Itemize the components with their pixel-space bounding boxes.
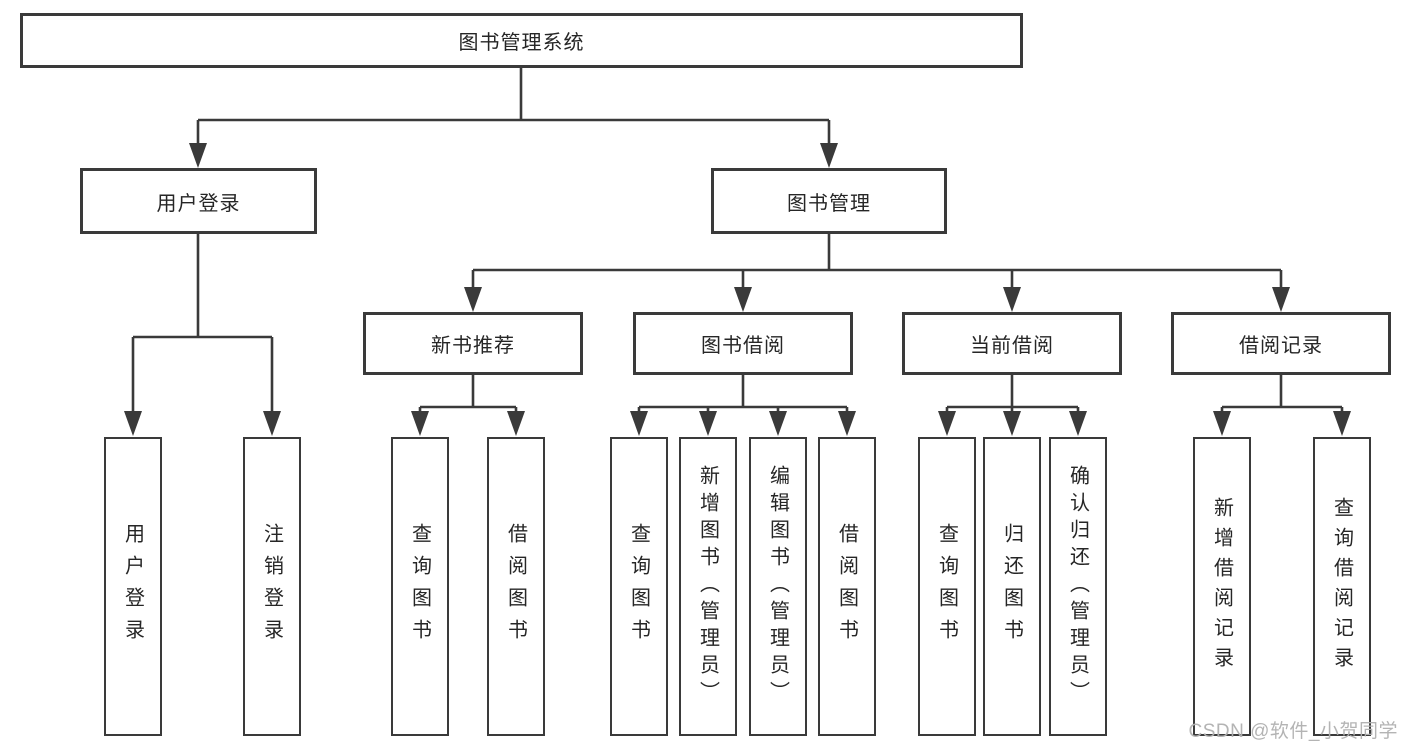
connector-user-login-branch <box>124 234 281 436</box>
node-book-mgmt: 图书管理 <box>711 168 947 234</box>
csdn-watermark: CSDN @软件_小贺同学 <box>1188 721 1398 742</box>
leaf-newbooks-query-books: 查询图书 <box>391 437 449 736</box>
connector-new-books-branch <box>411 375 525 436</box>
connector-book-borrow-branch <box>630 375 856 436</box>
node-new-books: 新书推荐 <box>363 312 583 375</box>
leaf-add-borrow-record: 新增借阅记录 <box>1193 437 1251 736</box>
leaf-add-books-admin: 新增图书（管理员） <box>679 437 737 736</box>
node-user-login: 用户登录 <box>80 168 317 234</box>
leaf-query-borrow-record: 查询借阅记录 <box>1313 437 1371 736</box>
node-book-borrow: 图书借阅 <box>633 312 853 375</box>
connector-current-borrow-branch <box>938 375 1087 436</box>
connector-borrow-records-branch <box>1213 375 1351 436</box>
leaf-logout: 注销登录 <box>243 437 301 736</box>
leaf-borrow-borrow-books: 借阅图书 <box>818 437 876 736</box>
leaf-confirm-return-admin: 确认归还（管理员） <box>1049 437 1107 736</box>
leaf-borrow-query-books: 查询图书 <box>610 437 668 736</box>
node-current-borrow: 当前借阅 <box>902 312 1122 375</box>
leaf-newbooks-borrow-books: 借阅图书 <box>487 437 545 736</box>
connector-book-mgmt-branch <box>464 234 1290 312</box>
leaf-return-books: 归还图书 <box>983 437 1041 736</box>
node-library-system: 图书管理系统 <box>20 13 1023 68</box>
node-borrow-records: 借阅记录 <box>1171 312 1391 375</box>
leaf-user-login: 用户登录 <box>104 437 162 736</box>
leaf-current-query-books: 查询图书 <box>918 437 976 736</box>
connector-root-to-level1 <box>189 68 838 168</box>
leaf-edit-books-admin: 编辑图书（管理员） <box>749 437 807 736</box>
